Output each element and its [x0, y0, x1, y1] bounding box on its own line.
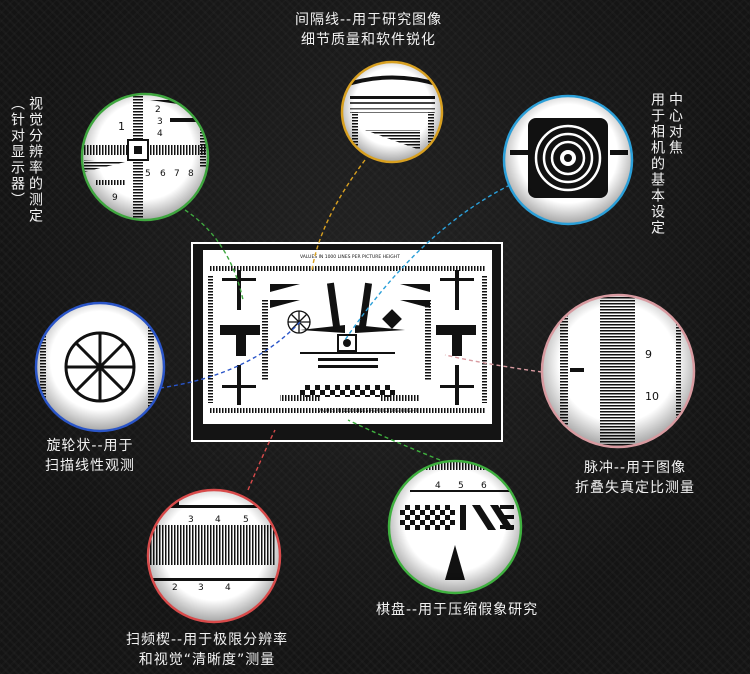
lens-center-focus [502, 94, 634, 226]
label-pulse-line1: 脉冲--用于图像 [583, 460, 687, 476]
label-spacing-line: 间隔线--用于研究图像 细节质量和软件锐化 [295, 10, 442, 50]
label-sweep-wedge: 扫频楔--用于极限分辨率 和视觉“清晰度”测量 [126, 630, 288, 670]
label-center-focus-line2: 用于相机的基本设定 [649, 92, 665, 236]
label-visual-resolution-line1: 视觉分辨率的测定 [27, 96, 43, 224]
label-spacing-line-line1: 间隔线--用于研究图像 [295, 12, 443, 28]
label-visual-resolution: 视觉分辨率的测定 （针对显示器） [8, 96, 44, 236]
lens-checkerboard: 4 5 6 [387, 459, 523, 595]
label-checkerboard-line1: 棋盘--用于压缩假象研究 [376, 602, 539, 618]
label-pulse-line2: 折叠失真定比测量 [575, 480, 695, 496]
label-sweep-wedge-line2: 和视觉“清晰度”测量 [138, 652, 276, 668]
label-checkerboard: 棋盘--用于压缩假象研究 [376, 600, 538, 620]
lens-spacing-line [340, 60, 444, 164]
lens-visual-resolution: 1 2 3 4 5 6 7 8 9 [80, 92, 210, 222]
chart-caption-top: VALUES IN 1000 LINES PER PICTURE HEIGHT [300, 254, 400, 260]
label-spacing-line-line2: 细节质量和软件锐化 [301, 32, 437, 48]
label-center-focus-line1: 中心对焦 [667, 92, 683, 156]
label-center-focus: 中心对焦 用于相机的基本设定 [648, 92, 684, 242]
label-visual-resolution-line2: （针对显示器） [9, 96, 25, 208]
label-pulse: 脉冲--用于图像 折叠失真定比测量 [575, 458, 695, 498]
lens-sweep-wedge: 3 4 5 2 3 4 [146, 488, 282, 624]
iso-resolution-chart: VALUES IN 1000 LINES PER PICTURE HEIGHT … [191, 242, 503, 442]
lens-rotary [34, 301, 166, 433]
label-rotary: 旋轮状--用于 扫描线性观测 [45, 436, 135, 476]
label-rotary-line1: 旋轮状--用于 [46, 438, 134, 454]
lens-pulse: 9 10 [540, 293, 696, 449]
connector-lines [159, 159, 543, 491]
label-rotary-line2: 扫描线性观测 [45, 458, 135, 474]
label-sweep-wedge-line1: 扫频楔--用于极限分辨率 [126, 632, 289, 648]
